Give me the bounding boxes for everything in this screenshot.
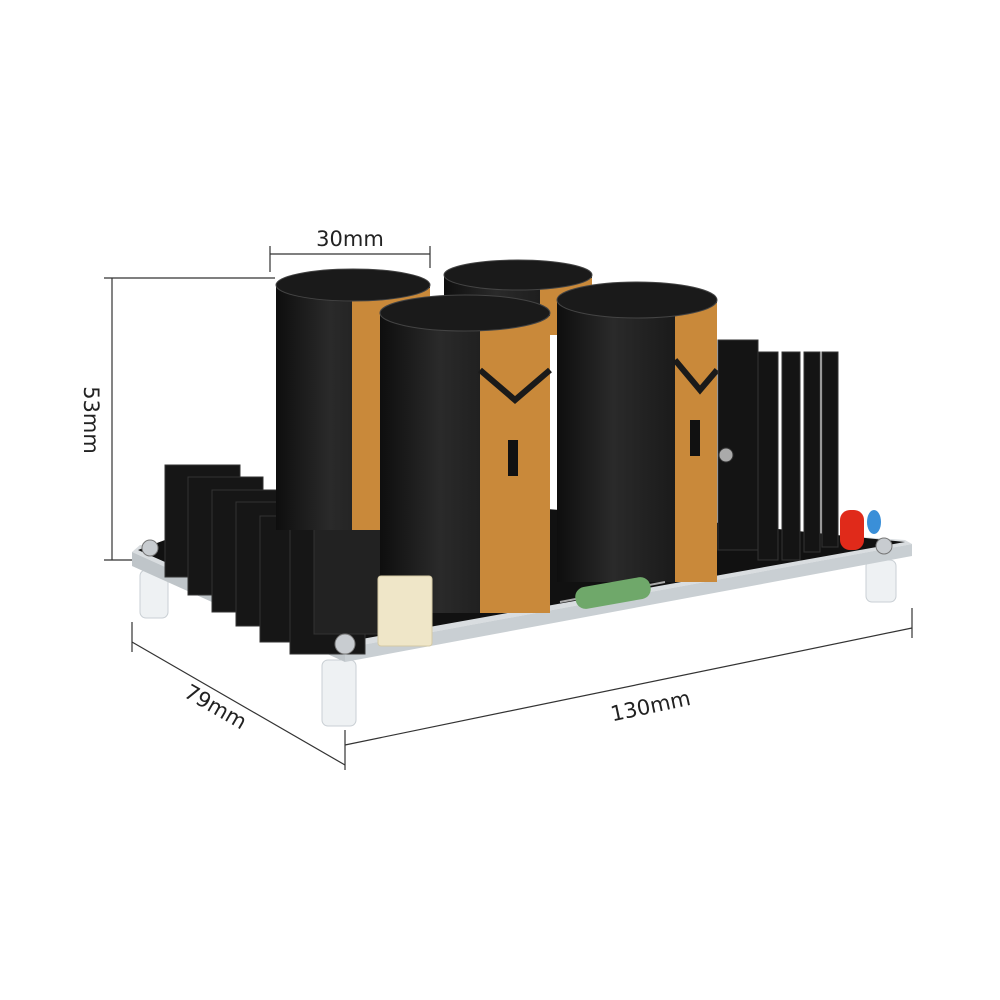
heatsink-left: [164, 464, 401, 655]
capacitor-front-right: [556, 281, 720, 582]
film-capacitor: [377, 575, 433, 647]
dimension-label-height: 53mm: [79, 386, 103, 454]
dimension-label-depth: 79mm: [180, 680, 251, 735]
dimension-label-length: 130mm: [608, 686, 692, 726]
heatsink-right: [717, 339, 839, 561]
dimension-label-diameter: 30mm: [316, 227, 384, 251]
mounting-screws: [141, 537, 893, 655]
dimension-lines: [104, 246, 913, 770]
led: [840, 510, 881, 550]
resistor: [559, 577, 666, 609]
capacitor-front-left: [379, 294, 552, 613]
